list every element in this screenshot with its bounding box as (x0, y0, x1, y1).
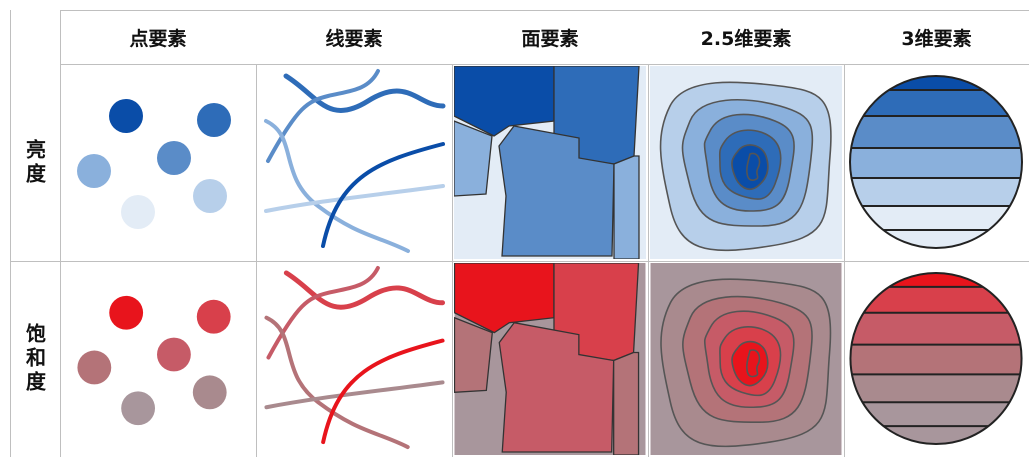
sphere-band (850, 230, 1022, 248)
grid-line (60, 10, 1029, 11)
grid-line (844, 64, 845, 457)
line-symbol (264, 315, 410, 450)
line-symbol (283, 73, 446, 113)
point-symbols-graphic (77, 295, 231, 426)
sphere-band (850, 272, 1022, 287)
sphere-band (850, 116, 1022, 148)
sphere-band (850, 206, 1022, 230)
line-symbols-graphic (264, 265, 446, 450)
row-header-brightness: 亮度 (22, 138, 47, 187)
cell-brightness-point (62, 66, 254, 259)
cell-saturation-point (62, 263, 254, 455)
sphere-band (850, 312, 1022, 345)
grid-line (60, 10, 61, 457)
line-symbol (266, 265, 380, 360)
point-symbol (197, 103, 231, 137)
cell-brightness-3d (846, 66, 1027, 259)
sphere-band (850, 374, 1022, 403)
column-header-area: 面要素 (521, 27, 579, 50)
point-symbol (192, 375, 227, 410)
area-polygon (498, 321, 615, 453)
sphere-graphic (849, 271, 1023, 446)
point-symbol (121, 391, 156, 426)
contour-ring (746, 349, 761, 378)
line-symbol (283, 270, 446, 310)
point-symbol (196, 299, 231, 334)
cell-saturation-line (258, 263, 450, 455)
column-header-point: 点要素 (129, 27, 187, 50)
sphere-band (850, 148, 1022, 178)
point-symbol (157, 337, 191, 372)
sphere-outline (849, 75, 1023, 249)
line-symbols-graphic (264, 69, 446, 253)
area-polygon (613, 155, 640, 259)
grid-line (10, 10, 11, 457)
point-symbol (193, 179, 227, 213)
cell-saturation-area (454, 263, 646, 455)
line-symbol (321, 142, 445, 248)
area-polygon (454, 120, 493, 197)
sphere-band (850, 178, 1022, 206)
cell-saturation-2-5d (650, 263, 842, 455)
grid-line (256, 64, 257, 457)
area-polygon (613, 351, 640, 455)
line-symbol (321, 338, 445, 445)
area-polygon (454, 66, 555, 137)
line-symbol (264, 380, 445, 410)
column-header-line: 线要素 (325, 27, 383, 50)
point-symbol (77, 154, 111, 188)
column-header-3d: 3维要素 (901, 27, 972, 50)
contour-ring (746, 152, 761, 181)
sphere-band (850, 344, 1022, 375)
row-header-saturation: 饱和度 (22, 323, 47, 395)
sphere-band (850, 76, 1022, 90)
column-header-2-5d: 2.5维要素 (700, 27, 792, 50)
area-symbols-graphic (454, 263, 646, 455)
sphere-bands (850, 272, 1022, 445)
sphere-outline (849, 271, 1023, 446)
cell-saturation-3d (846, 263, 1027, 455)
cell-brightness-2-5d (650, 66, 842, 259)
sphere-bands (850, 76, 1022, 248)
point-symbol (109, 295, 144, 330)
area-polygon (454, 263, 555, 334)
line-symbol (264, 184, 445, 213)
point-symbol (109, 99, 143, 133)
area-symbols-graphic (454, 66, 646, 259)
point-symbol (77, 350, 112, 385)
grid-line (10, 261, 1029, 262)
line-symbol (264, 119, 410, 253)
grid-line (648, 64, 649, 457)
area-polygon (454, 316, 493, 394)
contour-surface-graphic (650, 263, 842, 455)
grid-line (60, 64, 1029, 65)
area-polygon (498, 125, 615, 257)
line-symbol (266, 69, 380, 163)
contour-surface-graphic (650, 66, 842, 259)
sphere-band (850, 402, 1022, 427)
point-symbols-graphic (77, 99, 231, 229)
grid-line (452, 64, 453, 457)
sphere-band (850, 426, 1022, 445)
point-symbol (157, 141, 191, 175)
cell-brightness-line (258, 66, 450, 259)
cell-brightness-area (454, 66, 646, 259)
sphere-graphic (849, 75, 1023, 249)
point-symbol (121, 195, 155, 229)
